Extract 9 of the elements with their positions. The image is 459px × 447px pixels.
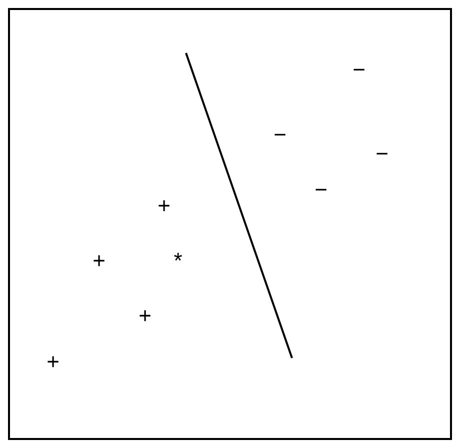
class-mark: − <box>376 143 388 165</box>
class-mark: − <box>352 59 366 81</box>
class-mark: * <box>174 250 182 272</box>
class-mark: − <box>314 179 328 201</box>
class-mark: − <box>274 124 286 146</box>
class-mark: + <box>138 305 152 327</box>
class-mark: + <box>46 351 60 373</box>
class-mark: + <box>158 195 170 217</box>
class-mark: + <box>92 250 106 272</box>
